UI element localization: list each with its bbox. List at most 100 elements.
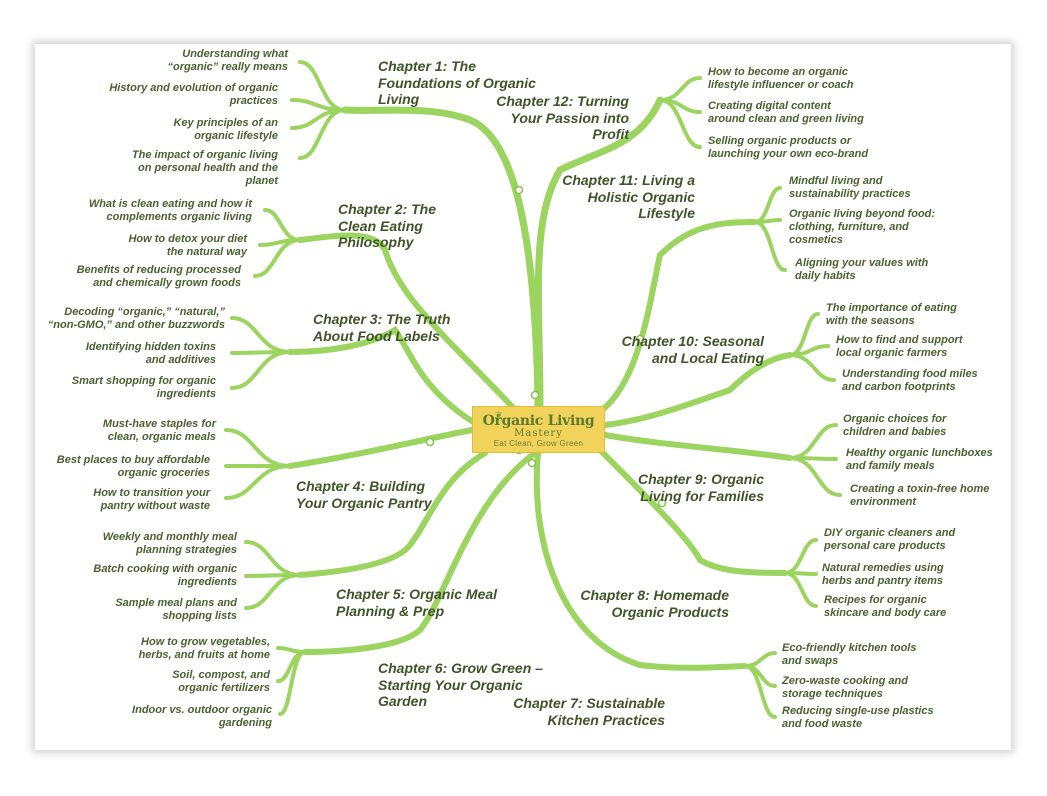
branch-chapter-3 — [287, 326, 481, 428]
chapter-11-title-line: Lifestyle — [638, 205, 695, 221]
chapter-4-subtopic-line: Must-have staples for — [102, 418, 216, 430]
chapter-7-subtopic-line: and food waste — [782, 718, 863, 730]
chapter-6-title-line: Garden — [378, 693, 428, 709]
chapter-8-subtopic-line: personal care products — [824, 540, 946, 552]
chapter-3-subtopic-line: Smart shopping for organic — [71, 375, 216, 387]
chapter-3-title-line: Chapter 3: The Truth — [313, 311, 451, 327]
chapter-7-title-line: Chapter 7: Sustainable — [513, 695, 665, 711]
chapter-9-title-line: Living for Families — [640, 487, 764, 504]
chapter-3-subtopic-line: ingredients — [156, 388, 216, 400]
chapter-5-subtopic-line: shopping lists — [162, 610, 237, 622]
chapter-1-subtopic-line: organic lifestyle — [194, 130, 278, 142]
sub-branch-1-2 — [290, 98, 347, 112]
chapter-10-subtopic-line: Understanding food miles — [842, 368, 978, 380]
sub-branch-4-1 — [224, 428, 292, 468]
chapter-11-subtopic-line: Aligning your values with — [795, 257, 929, 269]
sub-branch-1-4 — [298, 108, 347, 160]
chapter-6-title: Chapter 6: Grow Green –Starting Your Org… — [378, 660, 543, 710]
chapter-2-subtopic-line: the natural way — [166, 246, 247, 258]
chapter-7-title-line: Kitchen Practices — [547, 711, 666, 728]
branch-chapter-8 — [599, 449, 788, 576]
chapter-4-subtopic-line: pantry without waste — [100, 500, 210, 512]
chapter-9-subtopic-line: and family meals — [846, 460, 935, 472]
chapter-9-subtopic-line: Creating a toxin-free home — [850, 483, 990, 495]
sub-branch-8-1 — [783, 538, 818, 575]
chapter-6-subtopic-line: gardening — [218, 717, 272, 729]
chapter-11-subtopic-line: daily habits — [795, 270, 856, 282]
sub-branch-3-3 — [230, 350, 292, 390]
chapter-6-subtopic-line: Soil, compost, and — [172, 669, 270, 681]
chapter-2-subtopic-line: What is clean eating and how it — [88, 198, 252, 210]
mindmap-sheet — [35, 44, 1011, 750]
branch-chapter-6 — [302, 450, 538, 655]
sub-branch-6-3 — [278, 650, 307, 716]
chapter-10-title-line: Chapter 10: Seasonal — [621, 333, 764, 349]
branch-node-dot — [635, 334, 645, 344]
chapter-9-subtopic-line: environment — [850, 496, 917, 508]
chapter-10-subtopic-line: with the seasons — [826, 315, 915, 327]
sub-branch-5-1 — [244, 540, 302, 577]
chapter-4-subtopic-line: How to transition your — [93, 487, 210, 499]
sub-branch-2-3 — [253, 238, 302, 278]
chapter-1-subtopic-line: Understanding what — [182, 48, 288, 60]
chapter-1-subtopic-line: on personal health and the — [138, 162, 278, 174]
chapter-6-subtopic-line: organic fertilizers — [178, 682, 270, 694]
chapter-8-title-line: Organic Products — [611, 603, 729, 620]
chapter-10-subtopic-line: How to find and support — [836, 334, 963, 346]
chapter-4-title-line: Chapter 4: Building — [296, 478, 426, 494]
branch-chapter-2 — [297, 232, 523, 418]
chapter-6-subtopic-line: Indoor vs. outdoor organic — [132, 704, 272, 716]
branch-node-dot — [527, 458, 537, 468]
logo-tagline: Eat Clean, Grow Green — [493, 439, 584, 448]
chapter-3-subtopic-line: Identifying hidden toxins — [85, 341, 216, 353]
chapter-2-title-line: Clean Eating — [338, 217, 423, 234]
sub-branch-10-3 — [788, 353, 836, 382]
branch-chapter-9 — [602, 432, 793, 461]
chapter-5-subtopic-line: Batch cooking with organic — [93, 563, 237, 575]
chapter-8-subtopic-line: herbs and pantry items — [822, 575, 944, 587]
chapter-1-subtopic-line: planet — [245, 175, 278, 187]
chapter-3-subtopic-line: Decoding “organic,” “natural,” — [64, 306, 225, 318]
chapter-12-subtopic-line: Creating digital content — [708, 100, 831, 112]
chapter-4-subtopic-line: organic groceries — [117, 467, 210, 479]
chapter-9-subtopic-line: children and babies — [843, 426, 947, 438]
chapter-8-subtopic-line: DIY organic cleaners and — [824, 527, 956, 539]
chapter-6-subtopic: How to grow vegetables,herbs, and fruits… — [139, 636, 270, 662]
chapter-3-subtopic-line: “non-GMO,” and other buzzwords — [47, 319, 225, 331]
chapter-7-subtopic-line: Zero-waste cooking and — [782, 675, 908, 687]
chapter-1-subtopic-line: “organic” really means — [167, 61, 288, 73]
sub-branch-11-3 — [753, 220, 787, 272]
chapter-11-subtopic-line: cosmetics — [789, 234, 843, 246]
chapter-1-subtopic-line: practices — [229, 95, 278, 107]
chapter-5-subtopic-line: ingredients — [177, 576, 237, 588]
chapter-3-subtopic-line: and additives — [145, 354, 216, 366]
chapter-12-subtopic-line: launching your own eco-brand — [708, 148, 869, 160]
chapter-5-title-line: Chapter 5: Organic Meal — [336, 586, 498, 602]
chapter-2-subtopic-line: complements organic living — [106, 211, 252, 223]
chapter-7-subtopic-line: and swaps — [782, 655, 839, 667]
chapter-12-subtopic-line: Selling organic products or — [708, 135, 852, 147]
chapter-11-title-line: Holistic Organic — [587, 188, 695, 205]
chapter-9-title-line: Chapter 9: Organic — [637, 471, 764, 487]
